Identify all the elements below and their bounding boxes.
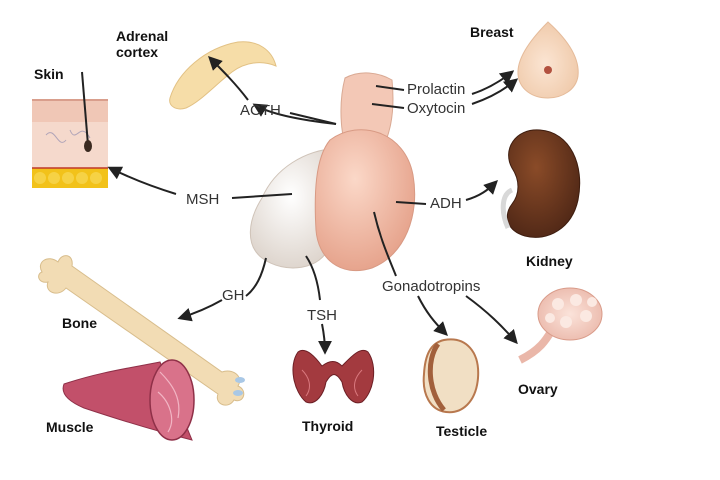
label-adh: ADH <box>430 195 462 212</box>
arrow-gonadotropins-testicle <box>417 295 448 336</box>
breast-illustration <box>517 21 579 99</box>
line-to-msh <box>231 193 293 199</box>
testicle-illustration <box>422 338 480 414</box>
line-to-adh <box>395 201 427 205</box>
label-oxytocin: Oxytocin <box>407 100 465 117</box>
arrow-gonadotropins-ovary <box>465 295 518 345</box>
ovary-illustration <box>518 287 603 364</box>
posterior-lobe <box>314 129 416 272</box>
organ-label-thyroid: Thyroid <box>302 418 353 434</box>
arrow-adh <box>465 180 498 201</box>
line-to-gh <box>245 257 267 297</box>
hormone-arrows <box>107 56 519 355</box>
organ-label-kidney: Kidney <box>526 253 573 269</box>
line-to-acth <box>289 112 337 125</box>
organ-label-muscle: Muscle <box>46 419 94 435</box>
line-to-oxytocin <box>371 103 405 109</box>
label-gh: GH <box>222 287 245 304</box>
arrow-gh <box>177 299 223 322</box>
organ-label-adrenal-cortex-line2: cortex <box>116 44 158 60</box>
organ-label-adrenal-cortex-line1: Adrenal <box>116 28 168 44</box>
line-to-tsh <box>305 255 321 301</box>
organ-label-ovary: Ovary <box>518 381 558 397</box>
line-to-prolactin <box>375 85 405 91</box>
arrow-msh <box>107 166 177 195</box>
bone-illustration <box>38 255 245 406</box>
label-gonadotropins: Gonadotropins <box>382 278 480 295</box>
organ-label-testicle: Testicle <box>436 423 487 439</box>
arrow-acth-to-adrenal <box>208 56 249 101</box>
adrenal-cortex-illustration <box>169 41 277 110</box>
label-prolactin: Prolactin <box>407 81 465 98</box>
arrow-acth <box>252 103 337 125</box>
kidney-illustration <box>500 129 581 238</box>
skin-illustration <box>32 71 108 188</box>
nipple <box>544 66 552 74</box>
thyroid-illustration <box>292 350 375 404</box>
label-acth: ACTH <box>240 102 281 119</box>
muscle-illustration <box>62 359 195 441</box>
arrow-prolactin <box>471 70 515 95</box>
organ-label-breast: Breast <box>470 24 514 40</box>
label-msh: MSH <box>186 191 219 208</box>
arrow-oxytocin <box>471 78 519 105</box>
pituitary-gland <box>249 72 416 272</box>
arrow-tsh <box>317 323 332 355</box>
line-to-gonadotropins <box>373 211 397 277</box>
organ-label-skin: Skin <box>34 66 64 82</box>
organ-label-bone: Bone <box>62 315 97 331</box>
label-tsh: TSH <box>307 307 337 324</box>
